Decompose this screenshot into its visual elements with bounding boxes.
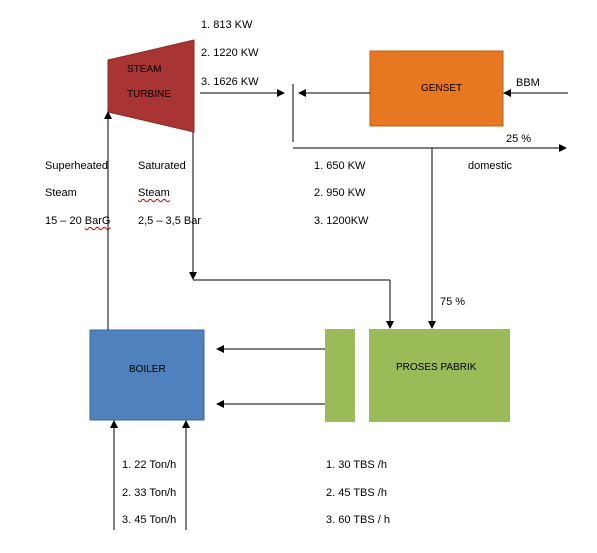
boiler-box <box>89 329 205 421</box>
saturated-pressure: 2,5 – 3,5 Bar <box>138 215 201 227</box>
factory-percent: 75 % <box>440 296 466 308</box>
turbine-label-line2: TURBINE <box>127 89 171 100</box>
factory-label: PROSES PABRIK <box>396 362 477 373</box>
genset-label: GENSET <box>421 83 463 94</box>
steam-turbine-shape <box>107 39 195 133</box>
genset-output-3: 3. 1200KW <box>314 215 369 227</box>
saturated-label-line1: Saturated <box>138 160 186 172</box>
turbine-output-2: 2. 1220 KW <box>201 47 259 59</box>
superheated-pressure-unit: BarG <box>84 215 111 227</box>
genset-output-1: 1. 650 KW <box>314 160 366 172</box>
superheated-label-line2: Steam <box>45 187 77 199</box>
factory-box <box>369 329 510 422</box>
boiler-input-2: 2. 33 Ton/h <box>122 487 177 499</box>
turbine-output-3: 3. 1626 KW <box>201 76 259 88</box>
domestic-percent: 25 % <box>506 133 532 145</box>
superheated-pressure: 15 – 20 BarG <box>45 215 110 228</box>
domestic-label: domestic <box>468 160 513 172</box>
boiler-input-3: 3. 45 Ton/h <box>122 514 177 526</box>
turbine-output-1: 1. 813 KW <box>201 19 253 31</box>
boiler-label: BOILER <box>129 364 166 375</box>
superheated-label-line1: Superheated <box>45 160 108 172</box>
boiler-input-1: 1. 22 Ton/h <box>122 459 177 471</box>
turbine-label-line1: STEAM <box>127 64 162 75</box>
superheated-pressure-value: 15 – 20 <box>45 215 85 227</box>
saturated-steam-word: Steam <box>138 187 170 199</box>
genset-box <box>369 50 504 127</box>
factory-input-2: 2. 45 TBS /h <box>326 487 387 499</box>
genset-output-2: 2. 950 KW <box>314 187 366 199</box>
saturated-label-line2: Steam <box>138 187 170 200</box>
bbm-label: BBM <box>516 77 540 89</box>
factory-input-1: 1. 30 TBS /h <box>326 459 387 471</box>
factory-input-3: 3. 60 TBS / h <box>326 514 391 526</box>
factory-feed-box <box>325 329 355 422</box>
